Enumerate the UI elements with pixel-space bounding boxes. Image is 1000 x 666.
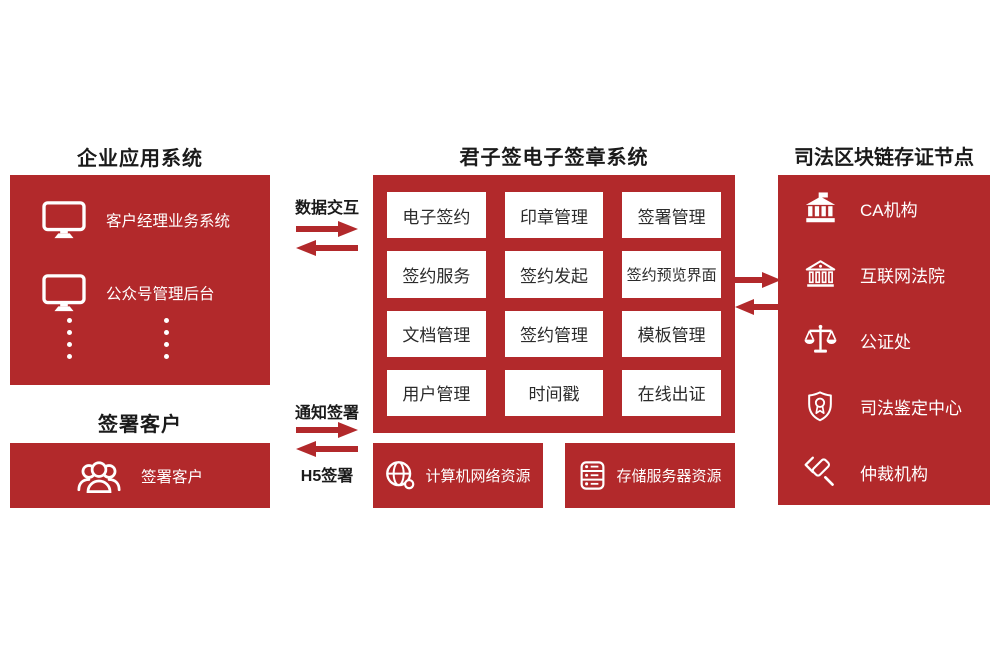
left-panel-title: 企业应用系统 bbox=[77, 148, 203, 170]
module-cell: 签署管理 bbox=[622, 192, 721, 239]
judicial-node-label: CA机构 bbox=[860, 200, 918, 220]
module-cell: 用户管理 bbox=[387, 369, 486, 416]
globe-network-icon bbox=[386, 461, 415, 490]
module-cell: 文档管理 bbox=[387, 310, 486, 357]
ellipsis-dots bbox=[67, 318, 72, 359]
module-cell: 签约发起 bbox=[504, 251, 604, 298]
module-cell: 印章管理 bbox=[504, 192, 604, 239]
arrow-left-icon bbox=[296, 240, 358, 256]
storage-resource-box: 存储服务器资源 bbox=[565, 443, 735, 508]
judicial-node-label: 仲裁机构 bbox=[860, 464, 928, 484]
judicial-node-row: 公证处 bbox=[803, 307, 990, 373]
shield-badge-icon bbox=[808, 390, 832, 421]
app-system-label: 客户经理业务系统 bbox=[106, 213, 231, 230]
judicial-node-row: 司法鉴定中心 bbox=[803, 373, 990, 439]
monitor-icon bbox=[42, 201, 86, 239]
right-panel-box: CA机构 互联网法院 bbox=[778, 175, 990, 505]
center-panel-title: 君子签电子签章系统 bbox=[459, 147, 649, 169]
storage-resource-label: 存储服务器资源 bbox=[616, 468, 722, 485]
module-cell: 在线出证 bbox=[622, 369, 721, 416]
judicial-node-row: CA机构 bbox=[803, 175, 990, 241]
bank-flag-icon bbox=[805, 191, 835, 222]
signer-panel-title: 签署客户 bbox=[98, 414, 182, 436]
module-cell: 模板管理 bbox=[622, 310, 721, 357]
module-grid: 电子签约 印章管理 签署管理 签约服务 签约发起 签约预览界面 文档管理 签约管… bbox=[387, 192, 721, 416]
judicial-node-label: 司法鉴定中心 bbox=[860, 398, 962, 418]
judicial-node-row: 互联网法院 bbox=[803, 241, 990, 307]
arrow-right-icon bbox=[296, 422, 358, 438]
arrow-left-icon bbox=[735, 299, 781, 315]
left-panel-box: 客户经理业务系统 公众号管理后台 bbox=[10, 175, 270, 385]
module-cell: 时间戳 bbox=[504, 369, 604, 416]
server-storage-icon bbox=[581, 461, 605, 490]
notify-sign-label: 通知签署 bbox=[294, 405, 359, 422]
network-resource-box: 计算机网络资源 bbox=[373, 443, 543, 508]
monitor-icon bbox=[42, 274, 86, 312]
center-panel-box: 电子签约 印章管理 签署管理 签约服务 签约发起 签约预览界面 文档管理 签约管… bbox=[373, 175, 735, 433]
signer-panel-box: 签署客户 bbox=[10, 443, 270, 508]
right-panel-title: 司法区块链存证节点 bbox=[794, 147, 974, 169]
arrow-right-icon bbox=[735, 272, 781, 288]
judicial-node-label: 互联网法院 bbox=[860, 266, 945, 286]
judicial-node-row: 仲裁机构 bbox=[803, 439, 990, 505]
h5-sign-label: H5签署 bbox=[300, 468, 354, 485]
signer-label: 签署客户 bbox=[140, 468, 203, 486]
app-system-row: 公众号管理后台 bbox=[40, 273, 215, 313]
people-icon bbox=[77, 460, 121, 493]
arrow-right-icon bbox=[296, 221, 358, 237]
module-cell: 电子签约 bbox=[387, 192, 486, 239]
network-resource-label: 计算机网络资源 bbox=[425, 468, 531, 485]
data-exchange-label: 数据交互 bbox=[294, 200, 359, 217]
module-cell: 签约预览界面 bbox=[622, 251, 721, 298]
arrow-left-icon bbox=[296, 441, 358, 457]
module-cell: 签约服务 bbox=[387, 251, 486, 298]
app-system-row: 客户经理业务系统 bbox=[40, 200, 230, 240]
gavel-icon bbox=[804, 456, 834, 486]
judicial-node-label: 公证处 bbox=[860, 332, 911, 352]
ellipsis-dots bbox=[164, 318, 169, 359]
module-cell: 签约管理 bbox=[504, 310, 604, 357]
scales-icon bbox=[803, 324, 837, 353]
app-system-label: 公众号管理后台 bbox=[106, 286, 215, 303]
courthouse-icon bbox=[805, 259, 835, 287]
